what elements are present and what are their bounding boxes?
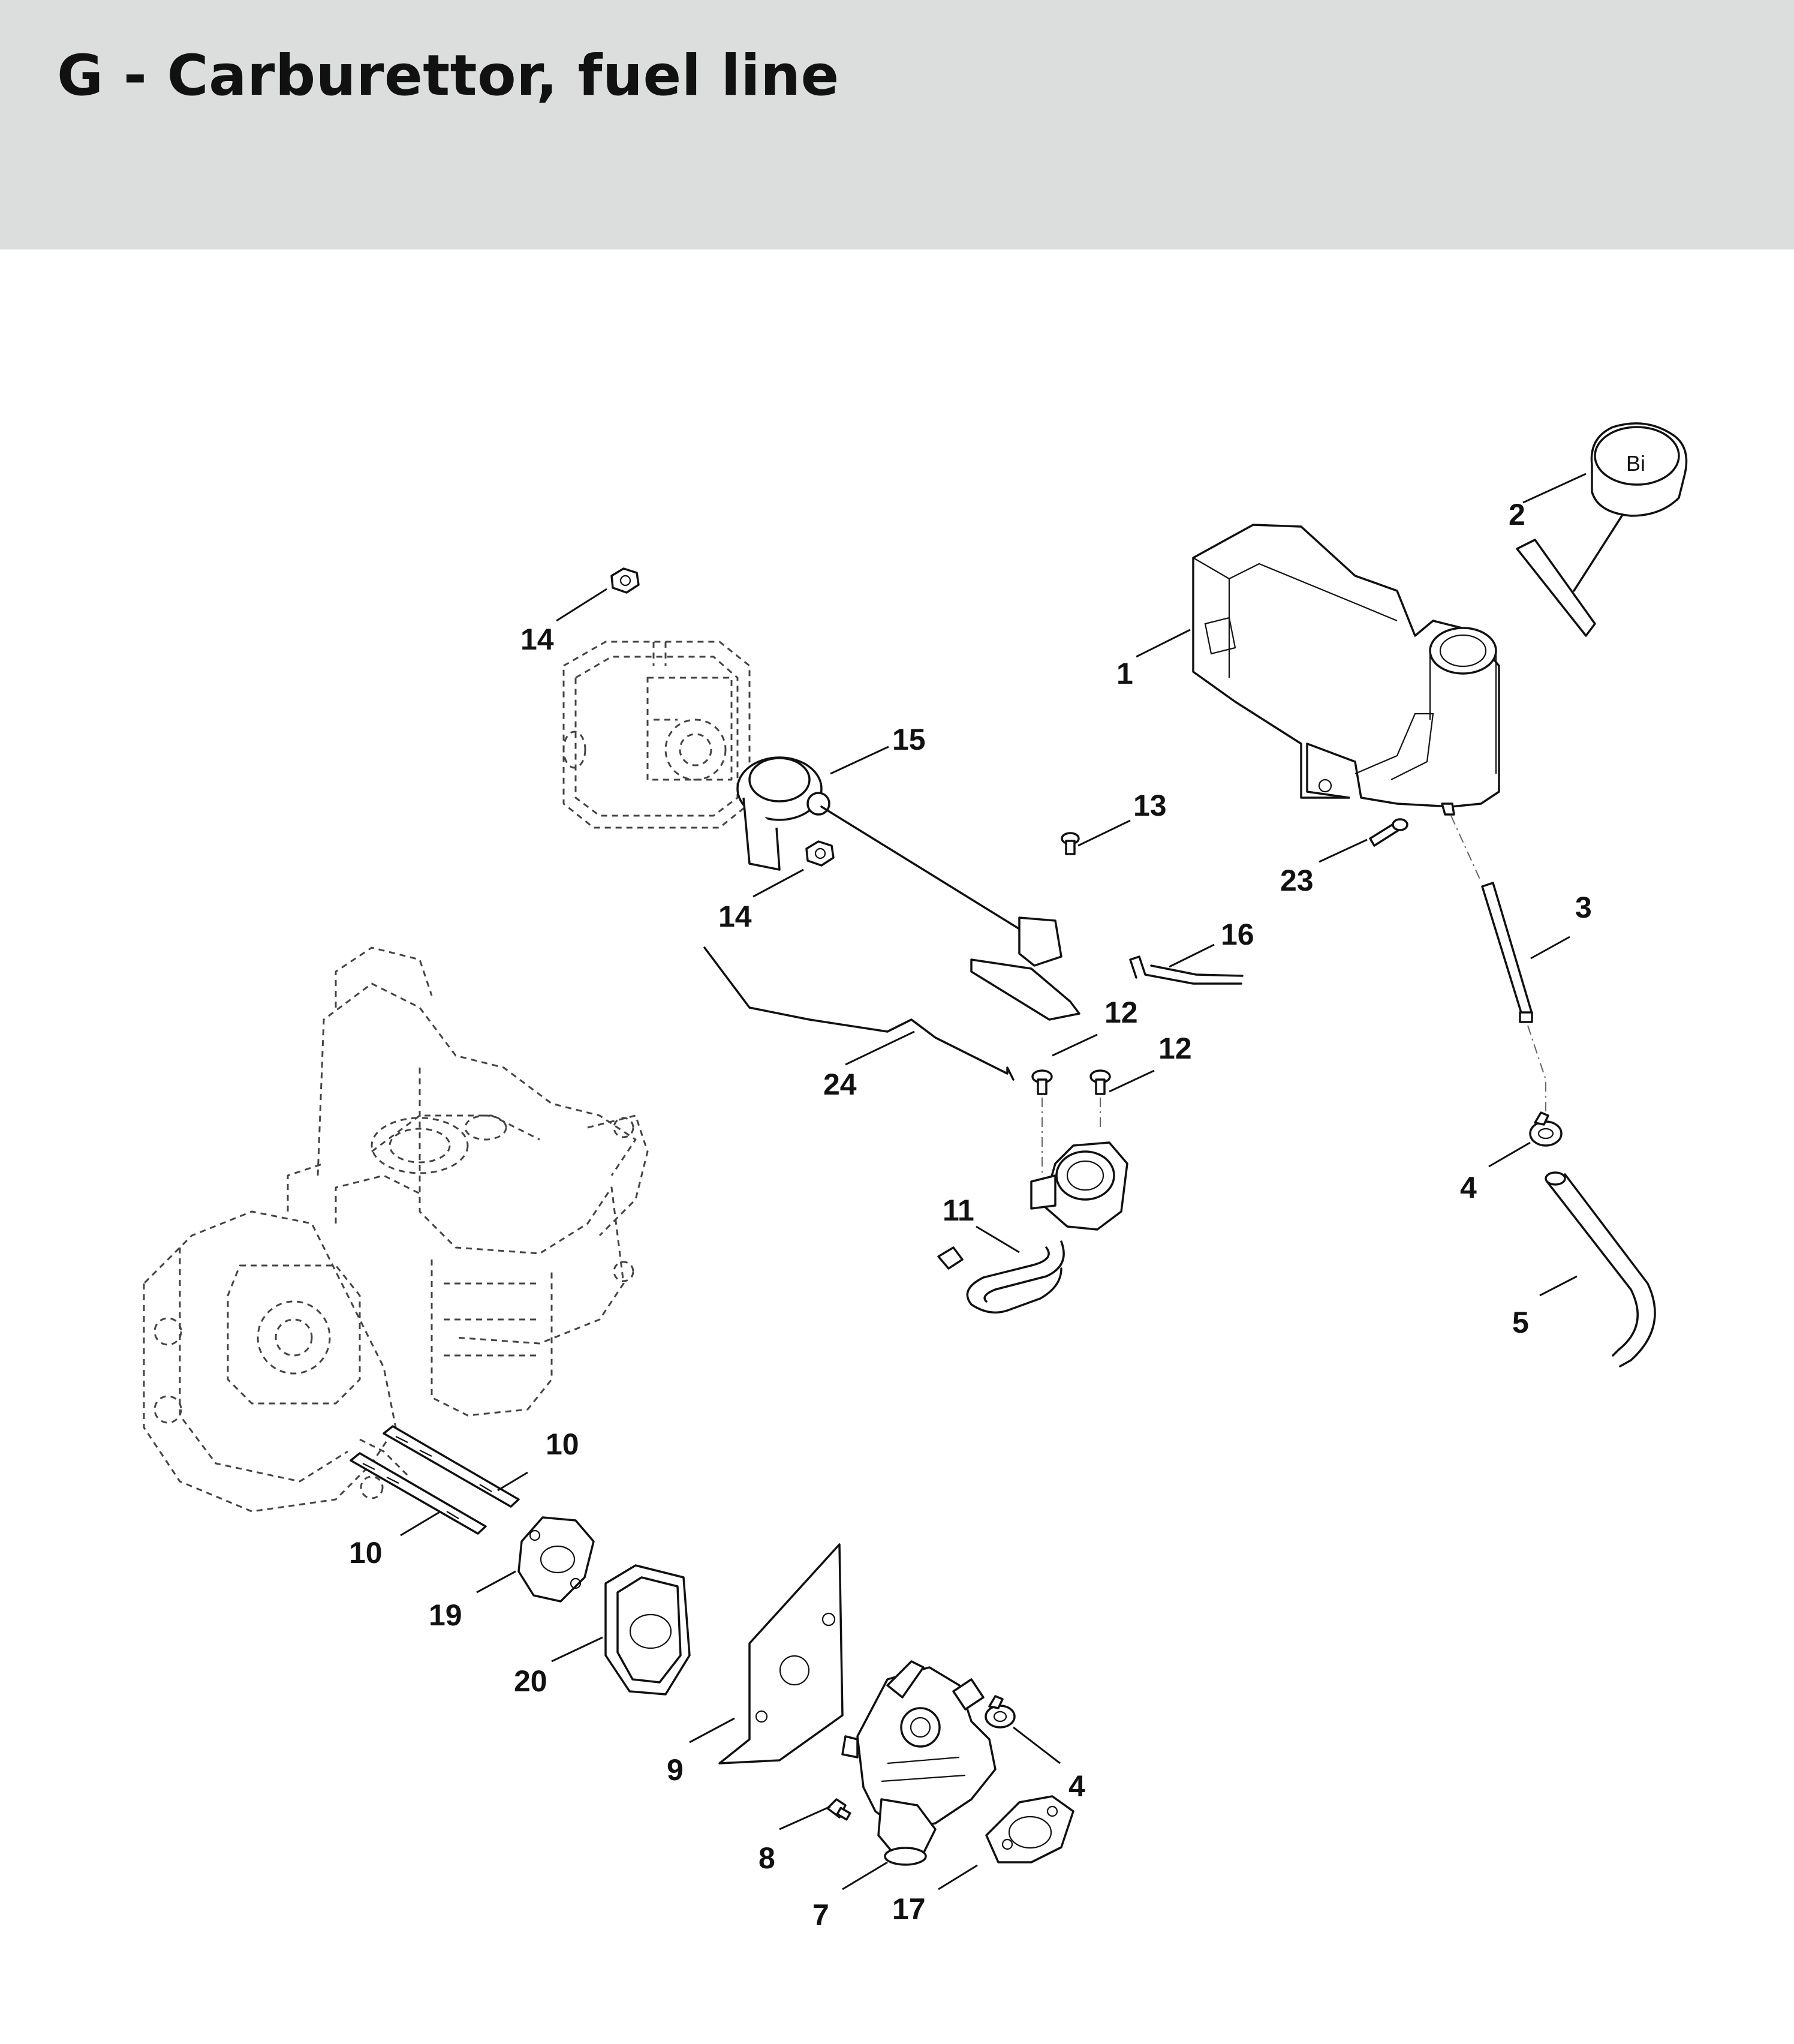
governor-bracket-15 [736,756,1080,1021]
leader-19 [476,1570,516,1594]
nut-14-lower [805,840,835,867]
part-label-10-upper: 10 [546,1427,579,1461]
part-label-12-right: 12 [1158,1032,1192,1065]
leader-12-right [1109,1069,1155,1093]
part-label-23: 23 [1280,864,1314,897]
leader-14-upper [556,588,607,622]
part-label-3: 3 [1575,891,1592,924]
part-number-labels: 1 2 3 4 4 5 7 8 9 10 10 11 12 12 13 14 1… [349,498,1592,1932]
insulator-20 [604,1564,691,1696]
stud-10-lower [350,1452,487,1535]
fuel-pump-11 [937,1141,1128,1314]
part-label-19: 19 [429,1598,462,1632]
part-label-11: 11 [943,1194,974,1227]
part-label-16: 16 [1221,918,1254,951]
leader-10-lower [400,1510,441,1537]
leader-14-lower [752,868,804,898]
header-band: G - Carburettor, fuel line [0,0,1794,250]
heat-shield-9 [718,1543,844,1765]
hose-clamp-4-upper [1529,1111,1563,1147]
screw-13 [1061,832,1080,855]
leader-13 [1077,819,1131,847]
leader-1 [1136,629,1191,658]
part-label-8: 8 [758,1841,775,1875]
part-label-15: 15 [892,723,926,756]
leader-4-upper [1488,1141,1531,1168]
leader-9 [689,1717,735,1744]
part-label-20: 20 [514,1664,547,1698]
screw-12-right [1089,1069,1111,1128]
choke-link-16 [1129,955,1244,985]
leader-4-lower [1013,1726,1061,1765]
fuel-cap-2: Bi [1516,422,1688,637]
leader-lines [400,473,1587,1890]
fuel-filter-3 [1450,815,1546,1116]
hose-clamp-4-lower [985,1695,1016,1729]
leader-3 [1530,936,1570,960]
part-label-14-lower: 14 [718,900,752,933]
screw-23 [1369,818,1408,847]
part-label-2: 2 [1509,498,1525,531]
part-label-7: 7 [812,1898,829,1932]
screw-12-left [1031,1069,1053,1176]
part-label-17: 17 [892,1892,926,1926]
part-label-4-upper: 4 [1460,1171,1477,1204]
throttle-rod-24 [703,946,1015,1081]
gasket-19 [517,1516,595,1603]
fuel-tank-1 [1192,524,1500,816]
part-label-14-upper: 14 [520,623,554,656]
carburettor-7 [841,1660,997,1866]
page-title: G - Carburettor, fuel line [57,43,839,109]
part-label-13: 13 [1133,789,1167,822]
leader-11 [976,1225,1020,1254]
leader-7 [842,1861,888,1890]
part-label-24: 24 [823,1068,857,1101]
fuel-hose-5 [1545,1171,1656,1367]
engine-block-ghost [143,946,649,1513]
leader-12-left [1052,1033,1098,1057]
leader-5 [1539,1275,1578,1297]
part-label-4-lower: 4 [1068,1769,1085,1803]
leader-15 [830,746,889,775]
leader-10-upper [497,1471,528,1492]
leader-23 [1319,838,1368,863]
air-filter-housing-ghost [562,641,751,829]
part-label-1: 1 [1116,657,1133,690]
part-label-10-lower: 10 [349,1536,383,1570]
leader-2 [1522,473,1587,504]
leader-16 [1169,943,1215,968]
screw-8 [826,1798,851,1821]
leader-8 [779,1805,831,1830]
part-label-5: 5 [1512,1306,1529,1339]
nut-14-upper [610,567,640,594]
stud-10-upper [383,1425,520,1508]
leader-24 [845,1030,915,1066]
part-label-12-left: 12 [1104,996,1138,1029]
leader-20 [551,1636,603,1663]
part-label-9: 9 [667,1753,684,1787]
gasket-17 [985,1795,1074,1863]
fuel-cap-marking: Bi [1626,451,1645,476]
leader-17 [938,1864,978,1890]
